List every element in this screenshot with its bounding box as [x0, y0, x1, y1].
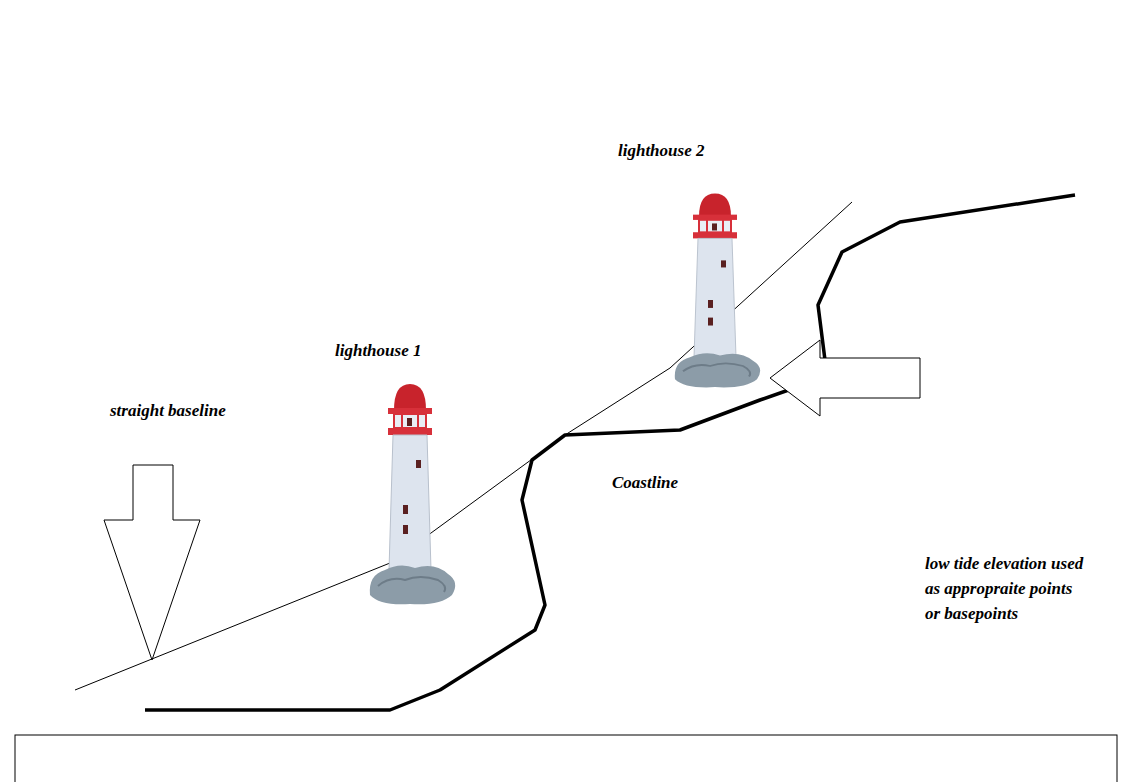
- hollow-arrow: [770, 340, 920, 416]
- frame-box: [15, 735, 1117, 782]
- label: lighthouse 1: [335, 338, 421, 363]
- hollow-arrow: [104, 465, 200, 660]
- label: Coastline: [612, 470, 678, 495]
- baseline-line: [75, 202, 852, 690]
- label: straight baseline: [110, 398, 226, 423]
- coastline: [145, 195, 1075, 710]
- lighthouse-2: [675, 194, 760, 388]
- lighthouse-1: [370, 384, 455, 604]
- label: lighthouse 2: [618, 138, 704, 163]
- label: low tide elevation used as appropraite p…: [925, 551, 1090, 626]
